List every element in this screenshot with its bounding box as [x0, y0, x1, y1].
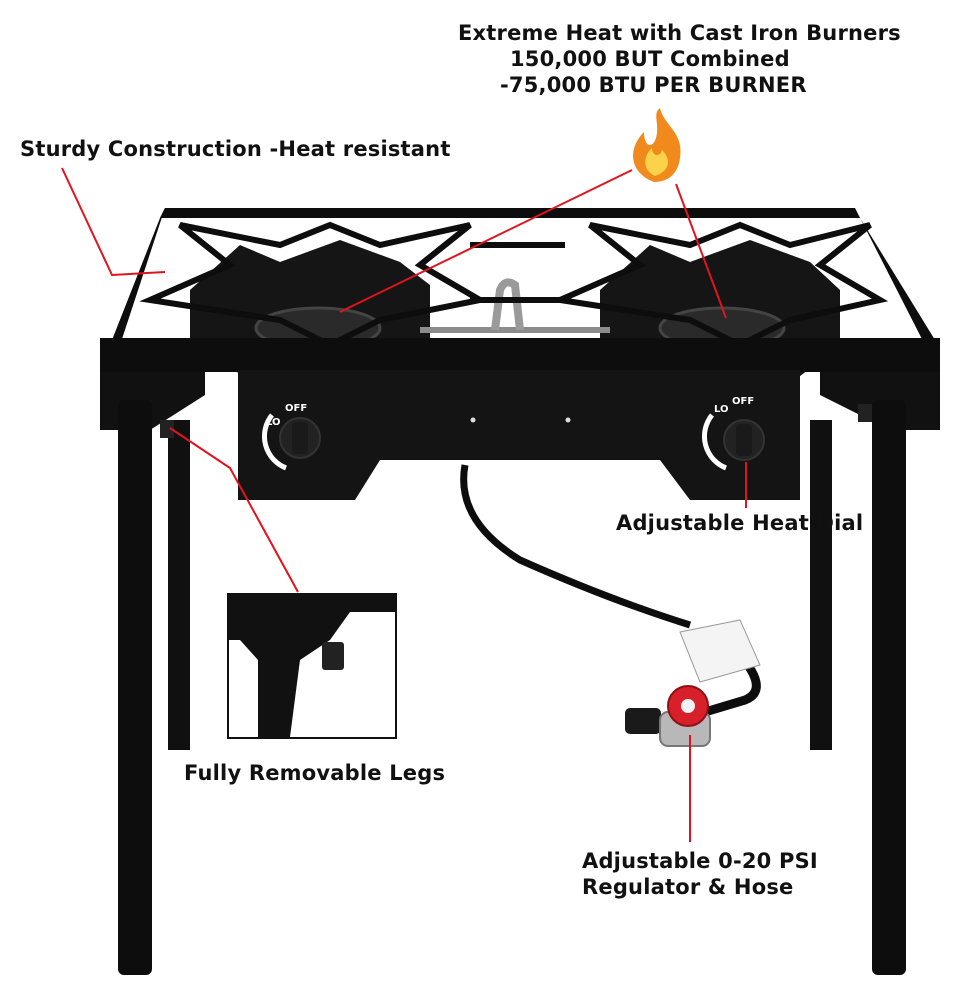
- right-dial-scale: [701, 413, 728, 471]
- regulator-center: [681, 699, 695, 713]
- inset-leg-lock-knob: [322, 642, 344, 670]
- right-leg-lock: [858, 404, 872, 422]
- front-left-leg: [118, 400, 152, 975]
- heat-callout-line-left: [339, 169, 633, 313]
- top-frame-front: [100, 338, 940, 372]
- front-right-leg: [872, 400, 906, 975]
- heat-callout-line2: 150,000 BUT Combined: [510, 47, 790, 71]
- heat-callout-line3: -75,000 BTU PER BURNER: [500, 73, 807, 97]
- dial-callout: Adjustable Heat Dial: [616, 511, 864, 535]
- regulator-callout-line2: Regulator & Hose: [582, 875, 794, 899]
- left-leg-lock: [160, 420, 174, 438]
- legs-callout-line: [169, 427, 299, 593]
- regulator-connector: [625, 708, 661, 734]
- center-grate-link: [470, 242, 565, 303]
- heat-callout-line-right: [675, 183, 727, 319]
- rear-right-leg: [810, 420, 832, 750]
- inset-leg-bracket: [229, 595, 395, 737]
- heat-callout-line1: Extreme Heat with Cast Iron Burners: [458, 21, 901, 45]
- top-frame-back: [160, 208, 860, 218]
- right-knob-grip: [736, 424, 752, 456]
- sturdy-callout-line: [61, 167, 166, 277]
- rear-left-leg: [168, 420, 190, 750]
- hose-tag: [679, 619, 761, 683]
- left-dial-off: OFF: [285, 403, 307, 414]
- heat-callout: Extreme Heat with Cast Iron Burners 150,…: [458, 20, 901, 98]
- left-dial-scale: [261, 413, 288, 471]
- top-frame-left: [112, 208, 165, 345]
- regulator-callout: Adjustable 0-20 PSI Regulator & Hose: [582, 848, 818, 900]
- left-dial-lo: LO: [266, 417, 281, 428]
- gas-riser: [491, 278, 524, 331]
- top-frame-right: [855, 208, 935, 345]
- gas-hose: [460, 464, 692, 629]
- panel-screw-right: [565, 417, 571, 423]
- left-knob-grip: [292, 422, 308, 454]
- control-panel: [238, 370, 800, 500]
- flame-icon: [633, 108, 681, 182]
- right-dial-lo: LO: [714, 404, 729, 415]
- panel-screw-left: [470, 417, 476, 423]
- legs-callout: Fully Removable Legs: [184, 761, 446, 785]
- regulator-callout-line1: Adjustable 0-20 PSI: [582, 849, 818, 873]
- sturdy-callout: Sturdy Construction -Heat resistant: [20, 137, 451, 161]
- right-dial-off: OFF: [732, 396, 754, 407]
